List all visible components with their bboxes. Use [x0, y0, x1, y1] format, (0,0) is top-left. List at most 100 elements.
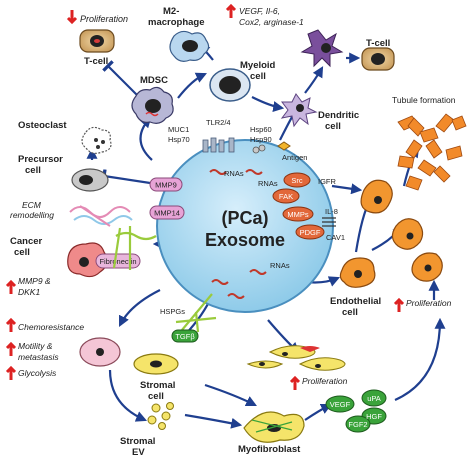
label-cancer-effects-2: DKK1 — [18, 287, 40, 297]
label-endothelial-1: Endothelial — [330, 296, 381, 307]
arrow-up-icon — [225, 3, 237, 18]
exosome-title-2: Exosome — [205, 230, 285, 250]
arrow-to-igfr-cell — [331, 183, 363, 195]
chemo-cell — [79, 337, 121, 367]
label-glycolysis: Glycolysis — [18, 368, 57, 378]
arrow-mdsc-to-myeloid — [177, 72, 207, 99]
label-fibronectin: Fibronectin — [99, 257, 136, 266]
label-tlr: TLR2/4 — [206, 118, 231, 127]
label-rnas-mid: RNAs — [258, 179, 278, 188]
label-cav1: CAV1 — [326, 233, 345, 242]
label-mmps: MMPs — [287, 210, 308, 219]
label-stromal-1: Stromal — [140, 380, 175, 391]
arrow-to-stromal-ev — [108, 369, 148, 422]
label-fak: FAK — [279, 192, 293, 201]
label-antigen: Antigen — [282, 153, 307, 162]
label-fgf2: FGF2 — [348, 420, 367, 429]
ecm-fibers — [69, 205, 133, 227]
label-mdsc: MDSC — [140, 75, 168, 86]
label-ecm-2: remodelling — [10, 210, 54, 220]
inhibit-tcell — [102, 60, 141, 99]
arrow-myeloid-to-dendritic — [251, 96, 285, 112]
stromal-ev-dots — [147, 402, 174, 430]
label-src: Src — [291, 176, 303, 185]
m2-macrophage — [169, 30, 210, 62]
label-myeloid-2: cell — [250, 71, 266, 82]
label-hsp70: Hsp70 — [168, 135, 190, 144]
arrow-ev-to-myo — [184, 413, 243, 429]
orange-cell-upper — [360, 179, 393, 214]
tcell-right — [361, 47, 395, 71]
antigen-icon — [277, 141, 291, 151]
label-ecm-1: ECM — [22, 200, 42, 210]
arrow-up-icon — [5, 317, 17, 332]
growth-factors — [325, 389, 387, 433]
fibronectin: Fibronectin — [95, 253, 141, 269]
label-mmp9: MMP9 — [155, 181, 177, 190]
dendritic-cell — [280, 93, 318, 128]
arrow-up-icon — [5, 365, 17, 380]
label-vegf: VEGF — [330, 400, 351, 409]
orange-cell-mid — [391, 218, 424, 250]
label-hspgs: HSPGs — [160, 307, 185, 316]
label-cancer-1: Cancer — [10, 236, 43, 247]
label-motility-2: metastasis — [18, 352, 59, 362]
label-pdgf: PDGF — [300, 228, 321, 237]
membrane-receptors-right — [322, 217, 336, 227]
arrow-up-icon — [5, 341, 17, 356]
label-chemoresistance: Chemoresistance — [18, 322, 84, 332]
label-igfr: IGFR — [318, 177, 336, 186]
label-m2-line2: macrophage — [148, 17, 205, 28]
dendritic-top — [300, 29, 344, 68]
rna-squiggles — [209, 169, 267, 299]
tgfb-pill: TGFβ — [171, 329, 199, 343]
label-hsp-1: Hsp60 — [250, 125, 272, 134]
label-tcell-top: T-cell — [84, 56, 108, 67]
label-mmp14: MMP14 — [154, 209, 180, 218]
arrow-factors-to-endo — [394, 317, 446, 402]
arrow-down-icon — [66, 10, 78, 25]
hspgs-fibers — [175, 293, 217, 333]
label-m2-line1: M2- — [163, 6, 179, 17]
mdsc — [131, 86, 174, 124]
label-rnas-left: RNAs — [224, 169, 244, 178]
tubule-network — [397, 113, 467, 191]
label-stromal-ev-2: EV — [132, 447, 145, 458]
myofibroblast — [243, 411, 305, 443]
mmp14-pill: MMP14 — [149, 205, 185, 220]
label-proliferation-top: Proliferation — [80, 14, 128, 24]
label-rnas-bottom: RNAs — [270, 261, 290, 270]
label-stromal-2: cell — [148, 391, 164, 402]
arrow-up-icon — [393, 297, 405, 312]
label-dendritic-1: Dendritic — [318, 110, 359, 121]
label-cancer-2: cell — [14, 247, 30, 258]
label-cancer-effects-1: MMP9 & — [18, 276, 51, 286]
receptors-top — [202, 137, 235, 153]
label-tubule: Tubule formation — [392, 95, 456, 105]
label-muc1: MUC1 — [168, 125, 189, 134]
arrow-myo-to-factors — [304, 404, 332, 421]
label-proliferation-stromal: Proliferation — [302, 376, 348, 386]
fibronectin-fibers — [112, 226, 157, 270]
label-myofibroblast: Myofibroblast — [238, 444, 301, 455]
arrow-to-chemo-cell — [119, 289, 161, 327]
label-stromal-ev-1: Stromal — [120, 436, 155, 447]
arrow-up-icon — [289, 375, 301, 390]
label-upa: uPA — [367, 394, 381, 403]
precursor-cell — [71, 168, 109, 192]
label-myeloid-1: Myeloid — [240, 60, 276, 71]
hsp-proteins — [252, 144, 266, 154]
tcell-top — [79, 29, 115, 53]
stromal-cell — [133, 353, 179, 375]
arrow-dendritic-to-dendritic — [304, 66, 324, 94]
signal-ovals — [272, 172, 325, 240]
label-tgfb: TGFβ — [175, 332, 195, 341]
label-endothelial-2: cell — [342, 307, 358, 318]
mmp9-pill: MMP9 — [149, 177, 183, 192]
osteoclast — [81, 126, 112, 154]
label-motility-1: Motility & — [18, 341, 53, 351]
label-tcell-right: T-cell — [366, 38, 390, 49]
label-osteoclast: Osteoclast — [18, 120, 67, 131]
label-m2-effects-1: VEGF, Il-6, — [239, 6, 280, 16]
